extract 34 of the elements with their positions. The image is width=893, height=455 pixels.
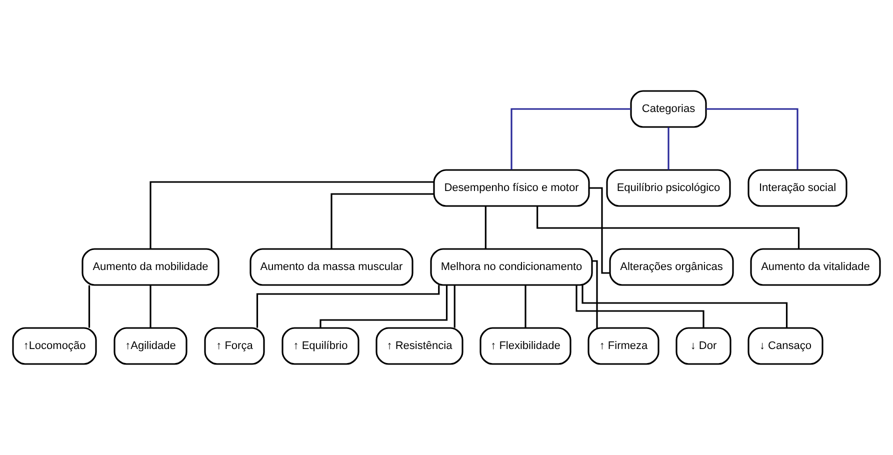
connector <box>320 285 448 328</box>
node-box: Melhora no condicionamento <box>430 248 593 286</box>
node-box: ↑ Flexibilidade <box>480 327 572 365</box>
node-box: ↑Agilidade <box>114 327 188 365</box>
node-box: ↓ Cansaço <box>748 327 824 365</box>
node-box: ↑ Força <box>204 327 265 365</box>
connector <box>150 181 434 249</box>
connector <box>454 285 456 328</box>
node-box: Alterações orgânicas <box>609 248 734 286</box>
connector <box>150 285 152 328</box>
node-box: Interação social <box>748 169 848 207</box>
node-box: Categorias <box>630 90 707 128</box>
node-box: ↑ Firmeza <box>588 327 660 365</box>
node-box: ↓ Dor <box>676 327 732 365</box>
connector <box>88 285 90 328</box>
node-box: Desempenho físico e motor <box>433 169 590 207</box>
connector <box>592 260 598 328</box>
node-box: Aumento da mobilidade <box>82 248 220 286</box>
node-box: Equilíbrio psicológico <box>606 169 731 207</box>
connector <box>668 127 670 170</box>
node-box: Aumento da massa muscular <box>250 248 414 286</box>
connector <box>330 193 434 249</box>
connector <box>536 206 800 249</box>
node-box: ↑Locomoção <box>12 327 97 365</box>
connector <box>706 108 798 170</box>
connector <box>510 108 631 170</box>
node-box: ↑ Equilíbrio <box>282 327 360 365</box>
connector <box>582 285 788 328</box>
node-box: ↑ Resistência <box>376 327 464 365</box>
connector <box>576 285 704 328</box>
connector <box>484 206 486 249</box>
connector <box>524 285 526 328</box>
connector <box>256 285 440 328</box>
node-box: Aumento da vitalidade <box>750 248 881 286</box>
